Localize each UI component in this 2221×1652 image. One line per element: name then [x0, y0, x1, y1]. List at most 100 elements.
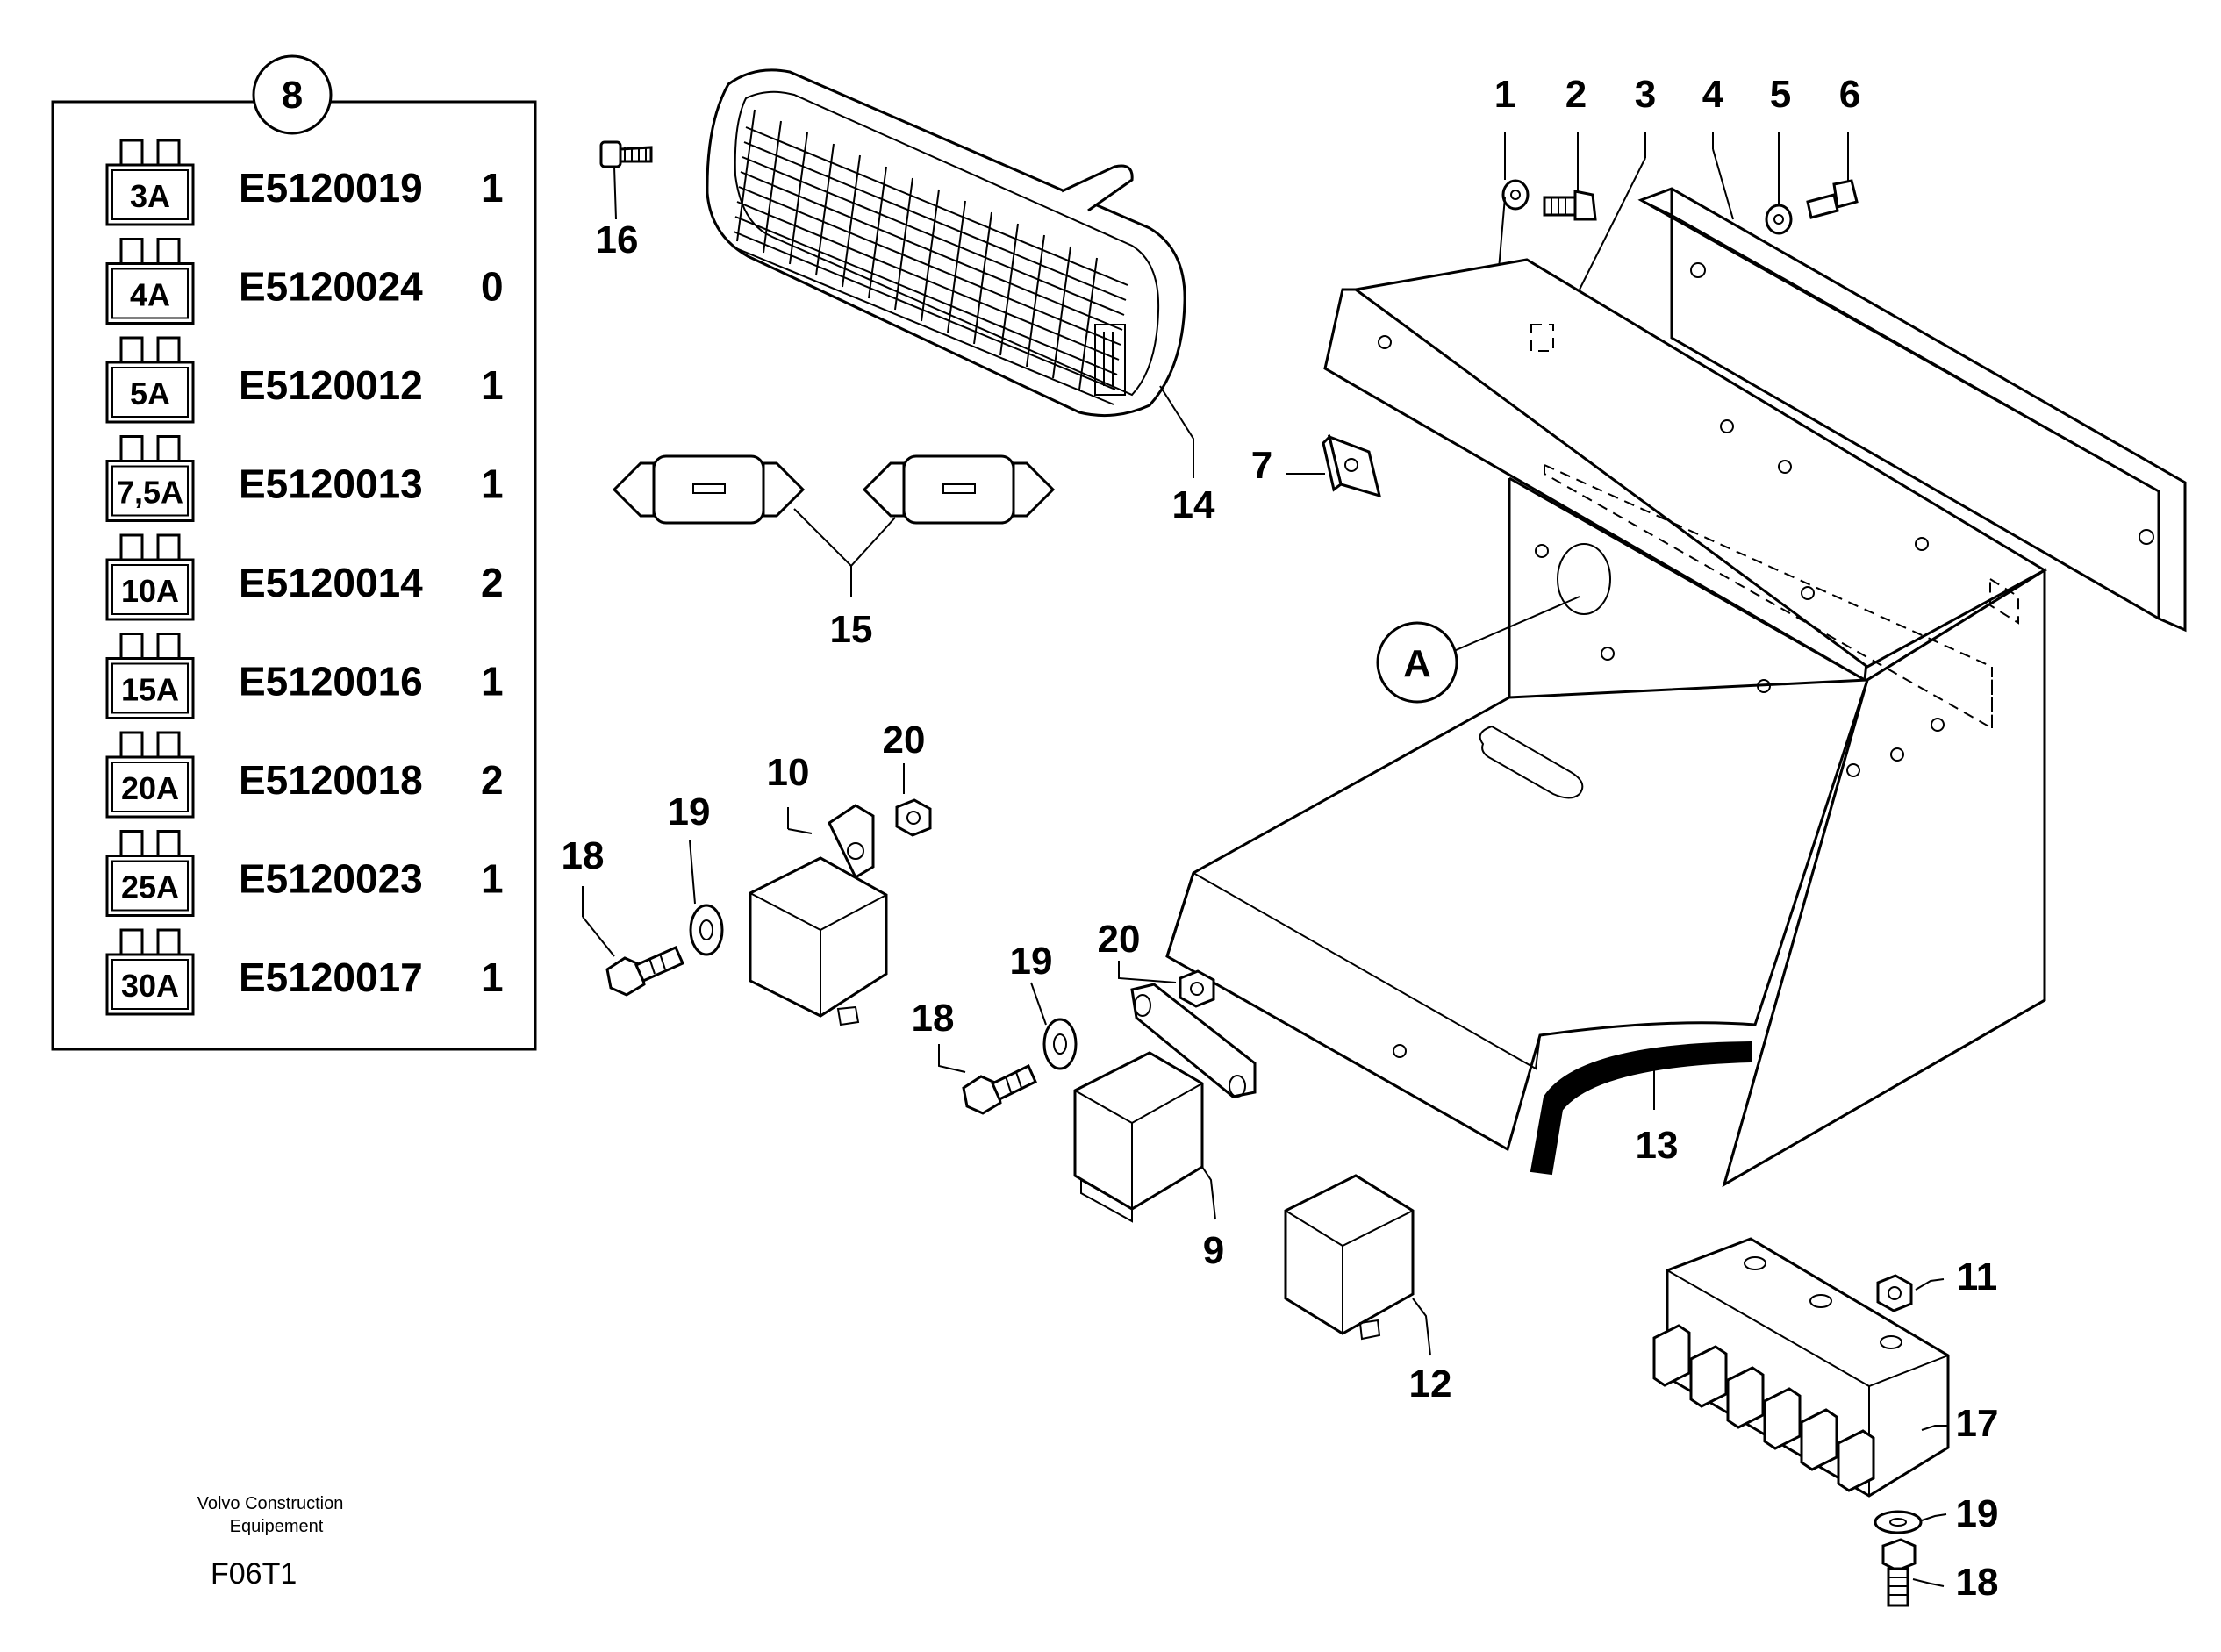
callout-20b: 20: [1098, 918, 1141, 961]
fuse-slots: [1652, 1324, 1875, 1492]
fuse-row: 5A E5120012 1: [105, 336, 504, 424]
clip-nut-7: [1286, 434, 1382, 498]
maker-line-2: Equipement: [230, 1517, 324, 1536]
bracket-4: [1637, 187, 2187, 633]
bolt-2: [1543, 132, 1597, 221]
fuse-icon: [105, 731, 195, 819]
callout-16: 16: [596, 218, 639, 261]
fuse-row: 7,5A E5120013 1: [105, 435, 504, 522]
callout-18a: 18: [562, 834, 605, 877]
callout-8: 8: [282, 74, 303, 117]
fuse-icon: [105, 633, 195, 719]
callout-10: 10: [767, 751, 810, 794]
callout-7: 7: [1251, 444, 1272, 487]
relay-12: [1284, 1174, 1431, 1356]
edge-strip-13: [1530, 1041, 1752, 1176]
relay-10: [749, 804, 888, 1026]
fuse-rating: 4A: [130, 277, 170, 313]
fuse-quantity: 1: [481, 362, 504, 408]
lamp-14: [706, 68, 1194, 478]
fuse-icon: [105, 336, 195, 424]
fuse-part-number: E5120024: [239, 264, 423, 310]
nut-20b: [1118, 961, 1215, 1008]
callout-18b: 18: [912, 997, 955, 1040]
callout-1: 1: [1494, 73, 1515, 116]
bolt-6: [1806, 132, 1859, 219]
callout-18c: 18: [1956, 1561, 1999, 1604]
fuse-holder-17: [1652, 1237, 1950, 1498]
fuse-row: 3A E5120019 1: [105, 139, 504, 226]
maker-line-1: Volvo Construction: [197, 1494, 344, 1513]
callout-19c: 19: [1956, 1492, 1999, 1535]
nut-11: [1876, 1274, 1945, 1312]
bulbs-15: [612, 454, 1056, 597]
callout-19b: 19: [1010, 940, 1053, 983]
fuse-icon: [105, 238, 195, 325]
fuse-row: 4A E5120024 0: [105, 238, 504, 325]
detail-a-circle: [1376, 621, 1458, 704]
panel-3: [1165, 258, 2048, 1188]
bolt-18c: [1881, 1538, 1945, 1607]
fuse-icon: [105, 928, 195, 1016]
fuse-part-number: E5120017: [239, 955, 423, 1000]
fuse-part-number: E5120018: [239, 757, 423, 803]
callout-19a: 19: [668, 790, 711, 833]
screw-16: [599, 140, 653, 220]
fuse-quantity: 2: [481, 757, 504, 803]
fuse-table: 8 3A E5120019 1 4A E5120024 0 5A E5120012 1 7,5A E…: [51, 54, 537, 1051]
lamp-lens-grid: [731, 109, 1128, 405]
fuse-part-number: E5120016: [239, 659, 423, 704]
fuse-quantity: 1: [481, 165, 504, 211]
fuse-rating: 20A: [121, 770, 179, 806]
fuse-icon: [105, 435, 195, 522]
figure-code: F06T1: [211, 1557, 297, 1591]
fuse-part-number: E5120012: [239, 362, 423, 408]
callout-9: 9: [1203, 1229, 1224, 1272]
bolt-18a: [582, 886, 684, 997]
fuse-part-number: E5120013: [239, 461, 423, 507]
callout-14: 14: [1172, 483, 1215, 526]
relay-9: [1073, 983, 1257, 1223]
callout-12: 12: [1409, 1362, 1452, 1405]
fuse-icon: [105, 533, 195, 621]
callout-4: 4: [1702, 73, 1724, 116]
fuse-quantity: 2: [481, 560, 504, 605]
bolt-18b: [938, 1044, 1037, 1115]
washer-19c: [1874, 1510, 1947, 1534]
fuse-rating: 10A: [121, 573, 179, 609]
callout-11: 11: [1957, 1255, 1998, 1298]
fuse-quantity: 0: [481, 264, 504, 310]
callout-8-circle: [252, 54, 333, 135]
fuse-rating: 3A: [130, 178, 170, 214]
fuse-rating: 15A: [121, 672, 179, 708]
fuse-icon: [105, 139, 195, 226]
fuse-rating: 5A: [130, 375, 170, 411]
fuse-quantity: 1: [481, 955, 504, 1000]
callout-3: 3: [1635, 73, 1656, 116]
fuse-part-number: E5120023: [239, 856, 423, 902]
callout-17: 17: [1956, 1402, 1999, 1445]
nut-20a: [895, 763, 932, 837]
top-hardware: [1491, 132, 1859, 352]
callout-5: 5: [1770, 73, 1791, 116]
washer-19a: [689, 840, 724, 956]
callout-15: 15: [830, 608, 873, 651]
fuse-rows: 3A E5120019 1 4A E5120024 0 5A E5120012 1 7,5A E51…: [105, 139, 504, 1016]
fuse-row: 10A E5120014 2: [105, 533, 504, 621]
callout-6: 6: [1839, 73, 1860, 116]
callout-20a: 20: [883, 719, 926, 762]
callout-2: 2: [1565, 73, 1587, 116]
washer-1: [1501, 179, 1530, 211]
fuse-part-number: E5120014: [239, 560, 423, 605]
callout-13: 13: [1636, 1124, 1679, 1167]
fuse-part-number: E5120019: [239, 165, 423, 211]
washer-5: [1765, 204, 1793, 235]
fuse-quantity: 1: [481, 461, 504, 507]
fuse-quantity: 1: [481, 856, 504, 902]
washer-19b: [1030, 982, 1078, 1070]
fuse-rating: 7,5A: [117, 475, 183, 511]
